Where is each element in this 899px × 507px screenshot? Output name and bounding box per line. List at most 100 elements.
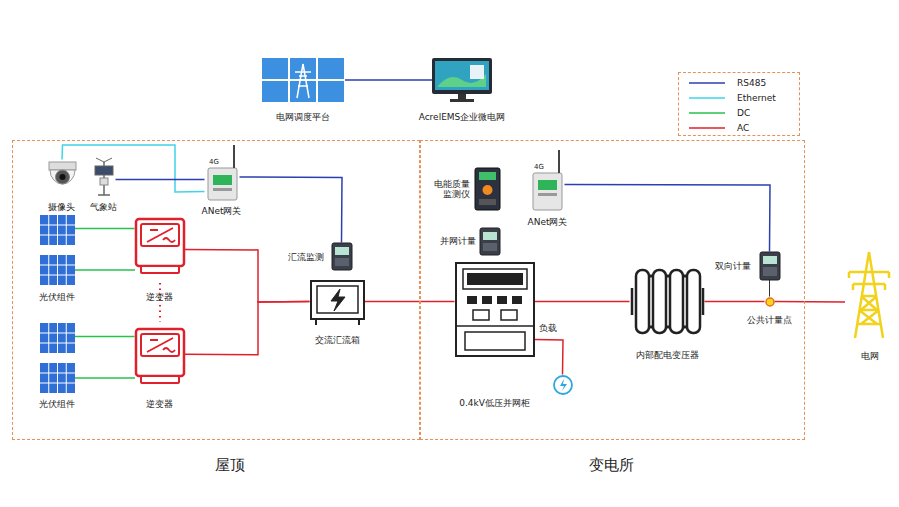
- icon-part: [435, 61, 489, 90]
- combiner-icon: [310, 280, 365, 325]
- icon-part: [141, 376, 179, 383]
- legend-line: [689, 127, 725, 129]
- icon-part: [558, 150, 560, 173]
- icon-part: [147, 228, 175, 242]
- icon-part: [65, 363, 66, 393]
- device-label: AcrelEMS企业微电网: [419, 112, 506, 123]
- connector: [75, 336, 135, 338]
- legend-text: AC: [737, 122, 749, 134]
- icon-part: [497, 296, 507, 304]
- icon-part: [763, 267, 777, 276]
- load-icon: [553, 375, 573, 395]
- icon-part: [480, 228, 500, 255]
- grid-meter: 并网计量: [480, 228, 500, 255]
- connector: [75, 228, 135, 230]
- ac-combiner-box: 交流汇流箱: [310, 280, 365, 325]
- meter-icon: [760, 252, 780, 280]
- icon-part: [48, 215, 49, 245]
- icon-part: [48, 255, 49, 285]
- connector: [62, 145, 205, 192]
- icon-part: [636, 270, 649, 333]
- icon-part: [40, 274, 75, 275]
- icon-part: [463, 269, 527, 289]
- icon-part: [538, 193, 557, 196]
- icon-part: [432, 58, 492, 94]
- icon-part: [653, 270, 666, 333]
- dispatch-platform: 电网调度平台: [262, 58, 345, 102]
- icon-part: [40, 372, 75, 373]
- icon-part: [482, 185, 492, 195]
- connector: [705, 301, 765, 303]
- device-label: 汇流监测: [288, 251, 324, 262]
- dc-wire: [75, 269, 135, 271]
- ellipsis-dots: [159, 283, 161, 322]
- device-label: 0.4kV低压并网柜: [459, 397, 530, 408]
- icon-part: [136, 329, 184, 376]
- icon-part: [470, 65, 484, 79]
- legend-row: Ethernet: [687, 92, 797, 104]
- region-title: 屋顶: [215, 456, 245, 474]
- icon-part: [213, 188, 232, 191]
- device-label: ANet网关: [202, 205, 242, 216]
- icon-part: [473, 310, 489, 320]
- icon-part: [57, 363, 58, 393]
- lv-grid-cabinet: 0.4kV低压并网柜: [455, 262, 535, 357]
- icon-part: [48, 363, 49, 393]
- pv-modules: 光伏组件: [40, 323, 75, 393]
- legend-row: DC: [687, 107, 797, 119]
- device-label: 并网计量: [440, 235, 476, 246]
- icon-part: [760, 252, 780, 280]
- icon-part: [40, 255, 75, 285]
- icon-part: [213, 175, 232, 185]
- dc-wire: [75, 377, 135, 379]
- connector: [769, 280, 770, 297]
- weather-icon: [92, 158, 116, 195]
- icon-part: [483, 243, 497, 251]
- icon-part: [49, 162, 76, 170]
- icon-part: [331, 289, 345, 311]
- icon-part: [65, 255, 66, 285]
- icon-part: [318, 81, 344, 102]
- icon-part: [57, 215, 58, 245]
- inverter: 逆变器: [135, 218, 185, 275]
- icon-part: [335, 247, 349, 255]
- icon-part: [208, 168, 237, 200]
- legend-text: Ethernet: [737, 92, 776, 104]
- legend-text: RS485: [737, 77, 766, 89]
- legend-box: RS485EthernetDC AC: [678, 72, 800, 136]
- ems-monitor: AcrelEMS企业微电网: [432, 58, 492, 102]
- icon-part: [456, 263, 534, 356]
- icon-part: [40, 215, 75, 245]
- icon-part: [59, 174, 65, 180]
- icon-part: [295, 64, 311, 98]
- icon-part: [483, 232, 497, 240]
- icon-part: [512, 296, 522, 304]
- meter-icon: [332, 243, 352, 270]
- legend-row: AC: [687, 122, 797, 134]
- device-label: 电能质量监测仪: [428, 179, 470, 201]
- connector: [345, 79, 432, 81]
- load: 负载: [553, 375, 573, 395]
- icon-part: [65, 215, 66, 245]
- connector: [116, 179, 205, 181]
- icon-part: [96, 158, 112, 162]
- icon-part: [40, 382, 75, 383]
- icon-part: [65, 323, 66, 353]
- monitor-icon: [432, 58, 492, 102]
- legend-line-sample: [687, 77, 727, 89]
- device-label: 内部配电变压器: [636, 349, 699, 360]
- pv-icon: [40, 323, 75, 393]
- icon-part: [290, 81, 316, 102]
- icon-part: [40, 332, 75, 333]
- icon-part: [311, 281, 364, 319]
- icon-part: [57, 323, 58, 353]
- icon-part: [57, 255, 58, 285]
- device-label: 光伏组件: [39, 291, 75, 302]
- device-label: 双向计量: [715, 260, 751, 271]
- device-label: 逆变器: [146, 291, 173, 302]
- combiner-meter: 汇流监测: [332, 243, 352, 270]
- signal-label: 4G: [534, 163, 544, 171]
- icon-part: [849, 252, 889, 338]
- device-label: 电网调度平台: [276, 112, 330, 123]
- icon-part: [40, 342, 75, 343]
